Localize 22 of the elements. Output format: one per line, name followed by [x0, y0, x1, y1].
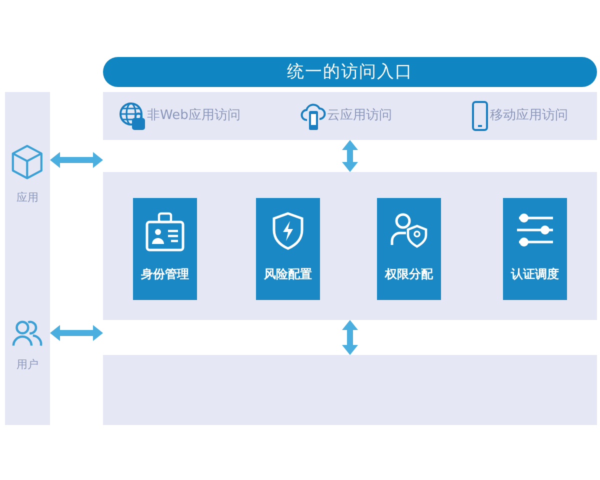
double-arrow	[342, 320, 358, 355]
function-tile	[377, 198, 441, 300]
lower-band	[103, 355, 597, 425]
function-label: 权限分配	[384, 266, 434, 282]
side-label: 应用	[16, 190, 40, 206]
double-arrow	[50, 152, 103, 168]
access-band	[103, 92, 597, 140]
platform-band	[103, 172, 597, 320]
function-label: 认证调度	[510, 266, 560, 282]
double-arrow	[342, 140, 358, 172]
side-label: 用户	[16, 356, 40, 372]
access-label: 云应用访问	[327, 107, 392, 125]
side-panel	[5, 92, 50, 425]
access-label: 移动应用访问	[490, 107, 568, 125]
function-tile	[256, 198, 320, 300]
access-label: 非Web应用访问	[147, 107, 240, 125]
function-label: 身份管理	[140, 266, 190, 282]
header-bar: 统一的访问入口	[103, 57, 597, 87]
function-tile	[133, 198, 197, 300]
double-arrow	[50, 325, 103, 341]
function-tile	[503, 198, 567, 300]
function-label: 风险配置	[263, 266, 313, 282]
